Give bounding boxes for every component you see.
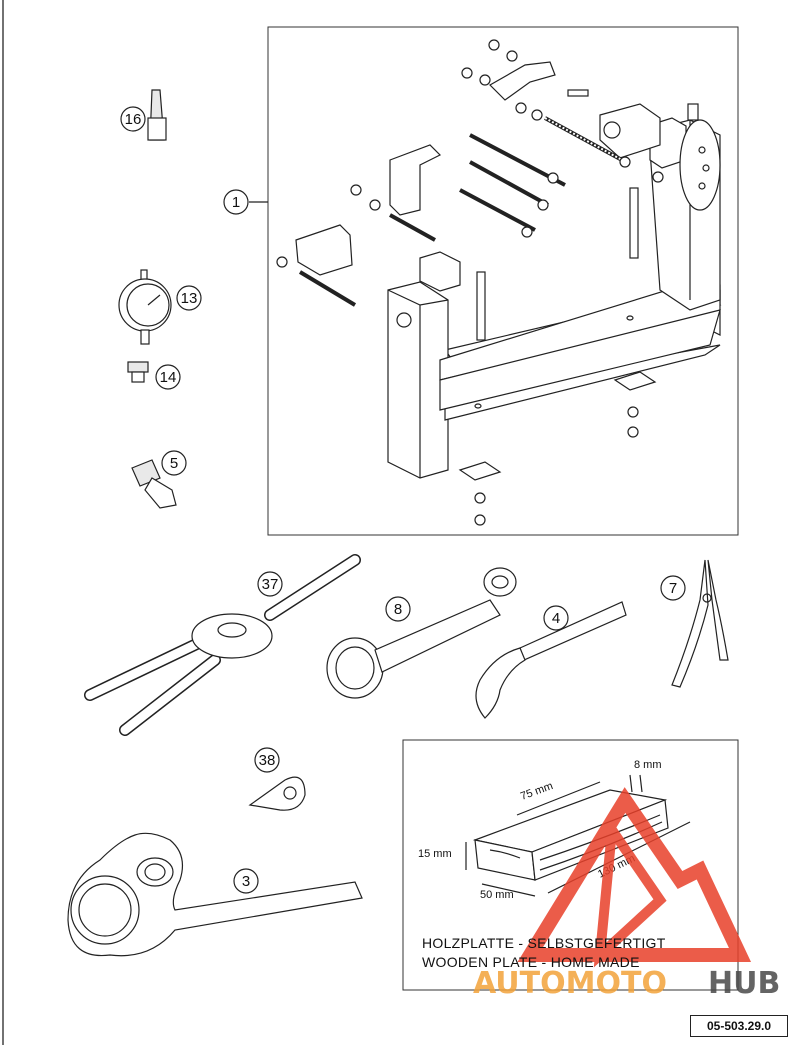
part-13-dial-gauge bbox=[118, 269, 172, 345]
part-38-lock-washer bbox=[248, 776, 306, 811]
callout-37-label: 37 bbox=[262, 576, 279, 593]
callout-13-label: 13 bbox=[181, 290, 198, 307]
plate-caption-english: WOODEN PLATE - HOME MADE bbox=[422, 954, 640, 970]
watermark-text-automoto: AUTOMOTO bbox=[473, 966, 667, 1001]
callout-37-circle bbox=[257, 571, 283, 597]
callout-38-label: 38 bbox=[259, 752, 276, 769]
part-16-spark-plug-tool bbox=[147, 89, 167, 141]
part-37-holding-tool bbox=[84, 554, 361, 736]
callout-13-circle bbox=[176, 285, 202, 311]
part-5-adapter bbox=[131, 459, 177, 509]
callout-5-label: 5 bbox=[170, 455, 178, 472]
callout-8-label: 8 bbox=[394, 601, 402, 618]
callout-5-circle bbox=[161, 450, 187, 476]
part-4-hook-wrench bbox=[475, 601, 627, 719]
dim-75mm: 75 mm bbox=[519, 780, 555, 803]
part-number-label: 05-503.29.0 bbox=[690, 1015, 788, 1037]
callout-4-circle bbox=[543, 605, 569, 631]
callout-14-circle bbox=[155, 364, 181, 390]
dim-8mm: 8 mm bbox=[634, 759, 662, 771]
callout-16-circle bbox=[120, 106, 146, 132]
part-8-spanner bbox=[326, 567, 517, 699]
part-14-gauge-adapter bbox=[127, 361, 149, 383]
callout-3-circle bbox=[233, 868, 259, 894]
callout-7-label: 7 bbox=[669, 580, 677, 597]
engine-stand-frame bbox=[387, 103, 722, 479]
callout-7-circle bbox=[660, 575, 686, 601]
callout-1-label: 1 bbox=[232, 194, 240, 211]
dim-50mm: 50 mm bbox=[480, 889, 514, 901]
callout-1-circle bbox=[223, 189, 249, 215]
callout-3-label: 3 bbox=[242, 873, 250, 890]
stand-hardware bbox=[276, 39, 664, 526]
part-7-circlip-pliers bbox=[671, 559, 729, 688]
callout-8-circle bbox=[385, 596, 411, 622]
watermark-logo bbox=[517, 787, 752, 968]
engine-stand-box bbox=[267, 26, 739, 536]
wooden-plate-box bbox=[402, 739, 739, 991]
plate-caption-german: HOLZPLATTE - SELBSTGEFERTIGT bbox=[422, 935, 666, 951]
watermark-text-hub: HUB bbox=[708, 966, 780, 1001]
callout-16-label: 16 bbox=[125, 111, 142, 128]
callout-38-circle bbox=[254, 747, 280, 773]
part-3-clutch-holder bbox=[67, 832, 363, 957]
callout-14-label: 14 bbox=[160, 369, 177, 386]
dim-15mm: 15 mm bbox=[418, 848, 452, 860]
callout-4-label: 4 bbox=[552, 610, 560, 627]
